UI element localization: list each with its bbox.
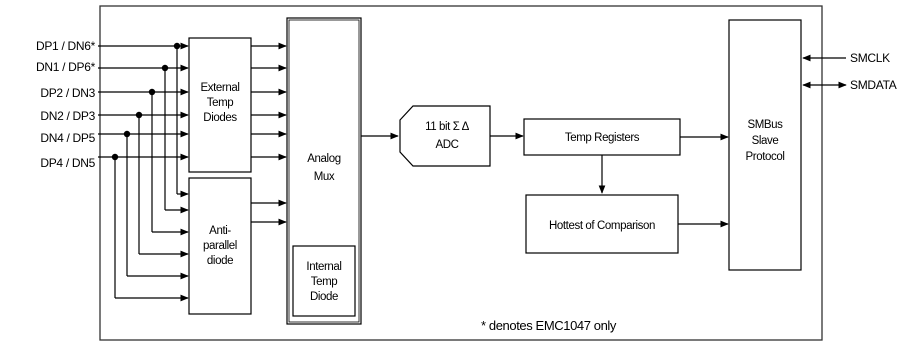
external-temp-diodes-line1: External xyxy=(201,82,240,94)
anti-parallel-diode-block: Anti- parallel diode xyxy=(188,177,252,315)
internal-temp-diode-line2: Temp xyxy=(311,276,338,288)
external-temp-diodes-block: External Temp Diodes xyxy=(188,37,252,173)
anti-parallel-diode-line3: diode xyxy=(207,255,233,267)
pin-label-dp1-dn6: DP1 / DN6* xyxy=(36,39,96,53)
smdata-label: SMDATA xyxy=(850,78,897,92)
smbus-line1: SMBus xyxy=(747,119,783,131)
temp-registers-block: Temp Registers xyxy=(523,118,681,156)
smbus-line2: Slave xyxy=(752,135,779,147)
temp-registers-label: Temp Registers xyxy=(565,132,640,144)
hottest-of-comparison-label: Hottest of Comparison xyxy=(549,220,655,232)
external-temp-diodes-line3: Diodes xyxy=(203,112,237,124)
input-pin-labels: DP1 / DN6* DN1 / DP6* DP2 / DN3 DN2 / DP… xyxy=(36,39,96,170)
junction-dots xyxy=(111,42,181,161)
smbus-pin-wires xyxy=(802,54,847,89)
pin-label-dn4-dp5: DN4 / DP5 xyxy=(40,131,95,145)
external-temp-diodes-line2: Temp xyxy=(207,97,234,109)
internal-temp-diode-block: Internal Temp Diode xyxy=(292,245,356,317)
adc-line2: ADC xyxy=(435,139,458,151)
pin-label-dp4-dn5: DP4 / DN5 xyxy=(40,156,95,170)
adc-block: 11 bit Σ Δ ADC xyxy=(399,105,491,167)
pin-label-dp2-dn3: DP2 / DN3 xyxy=(40,86,95,100)
internal-temp-diode-line1: Internal xyxy=(306,261,341,273)
analog-mux-line2: Mux xyxy=(314,171,335,183)
pin-label-dn1-dp6: DN1 / DP6* xyxy=(36,60,96,74)
pin-label-dn2-dp3: DN2 / DP3 xyxy=(40,109,95,123)
hottest-of-comparison-block: Hottest of Comparison xyxy=(525,194,679,254)
smbus-slave-protocol-block: SMBus Slave Protocol xyxy=(728,19,802,271)
adc-line1: 11 bit Σ Δ xyxy=(425,121,470,133)
footnote: * denotes EMC1047 only xyxy=(481,318,617,333)
analog-mux-line1: Analog xyxy=(307,153,340,165)
anti-parallel-diode-line1: Anti- xyxy=(209,225,231,237)
smclk-label: SMCLK xyxy=(850,51,890,65)
smbus-line3: Protocol xyxy=(746,151,785,163)
input-wires xyxy=(98,42,189,302)
mux-input-wires xyxy=(251,42,287,226)
internal-temp-diode-line3: Diode xyxy=(310,291,338,303)
anti-parallel-diode-line2: parallel xyxy=(203,240,237,252)
